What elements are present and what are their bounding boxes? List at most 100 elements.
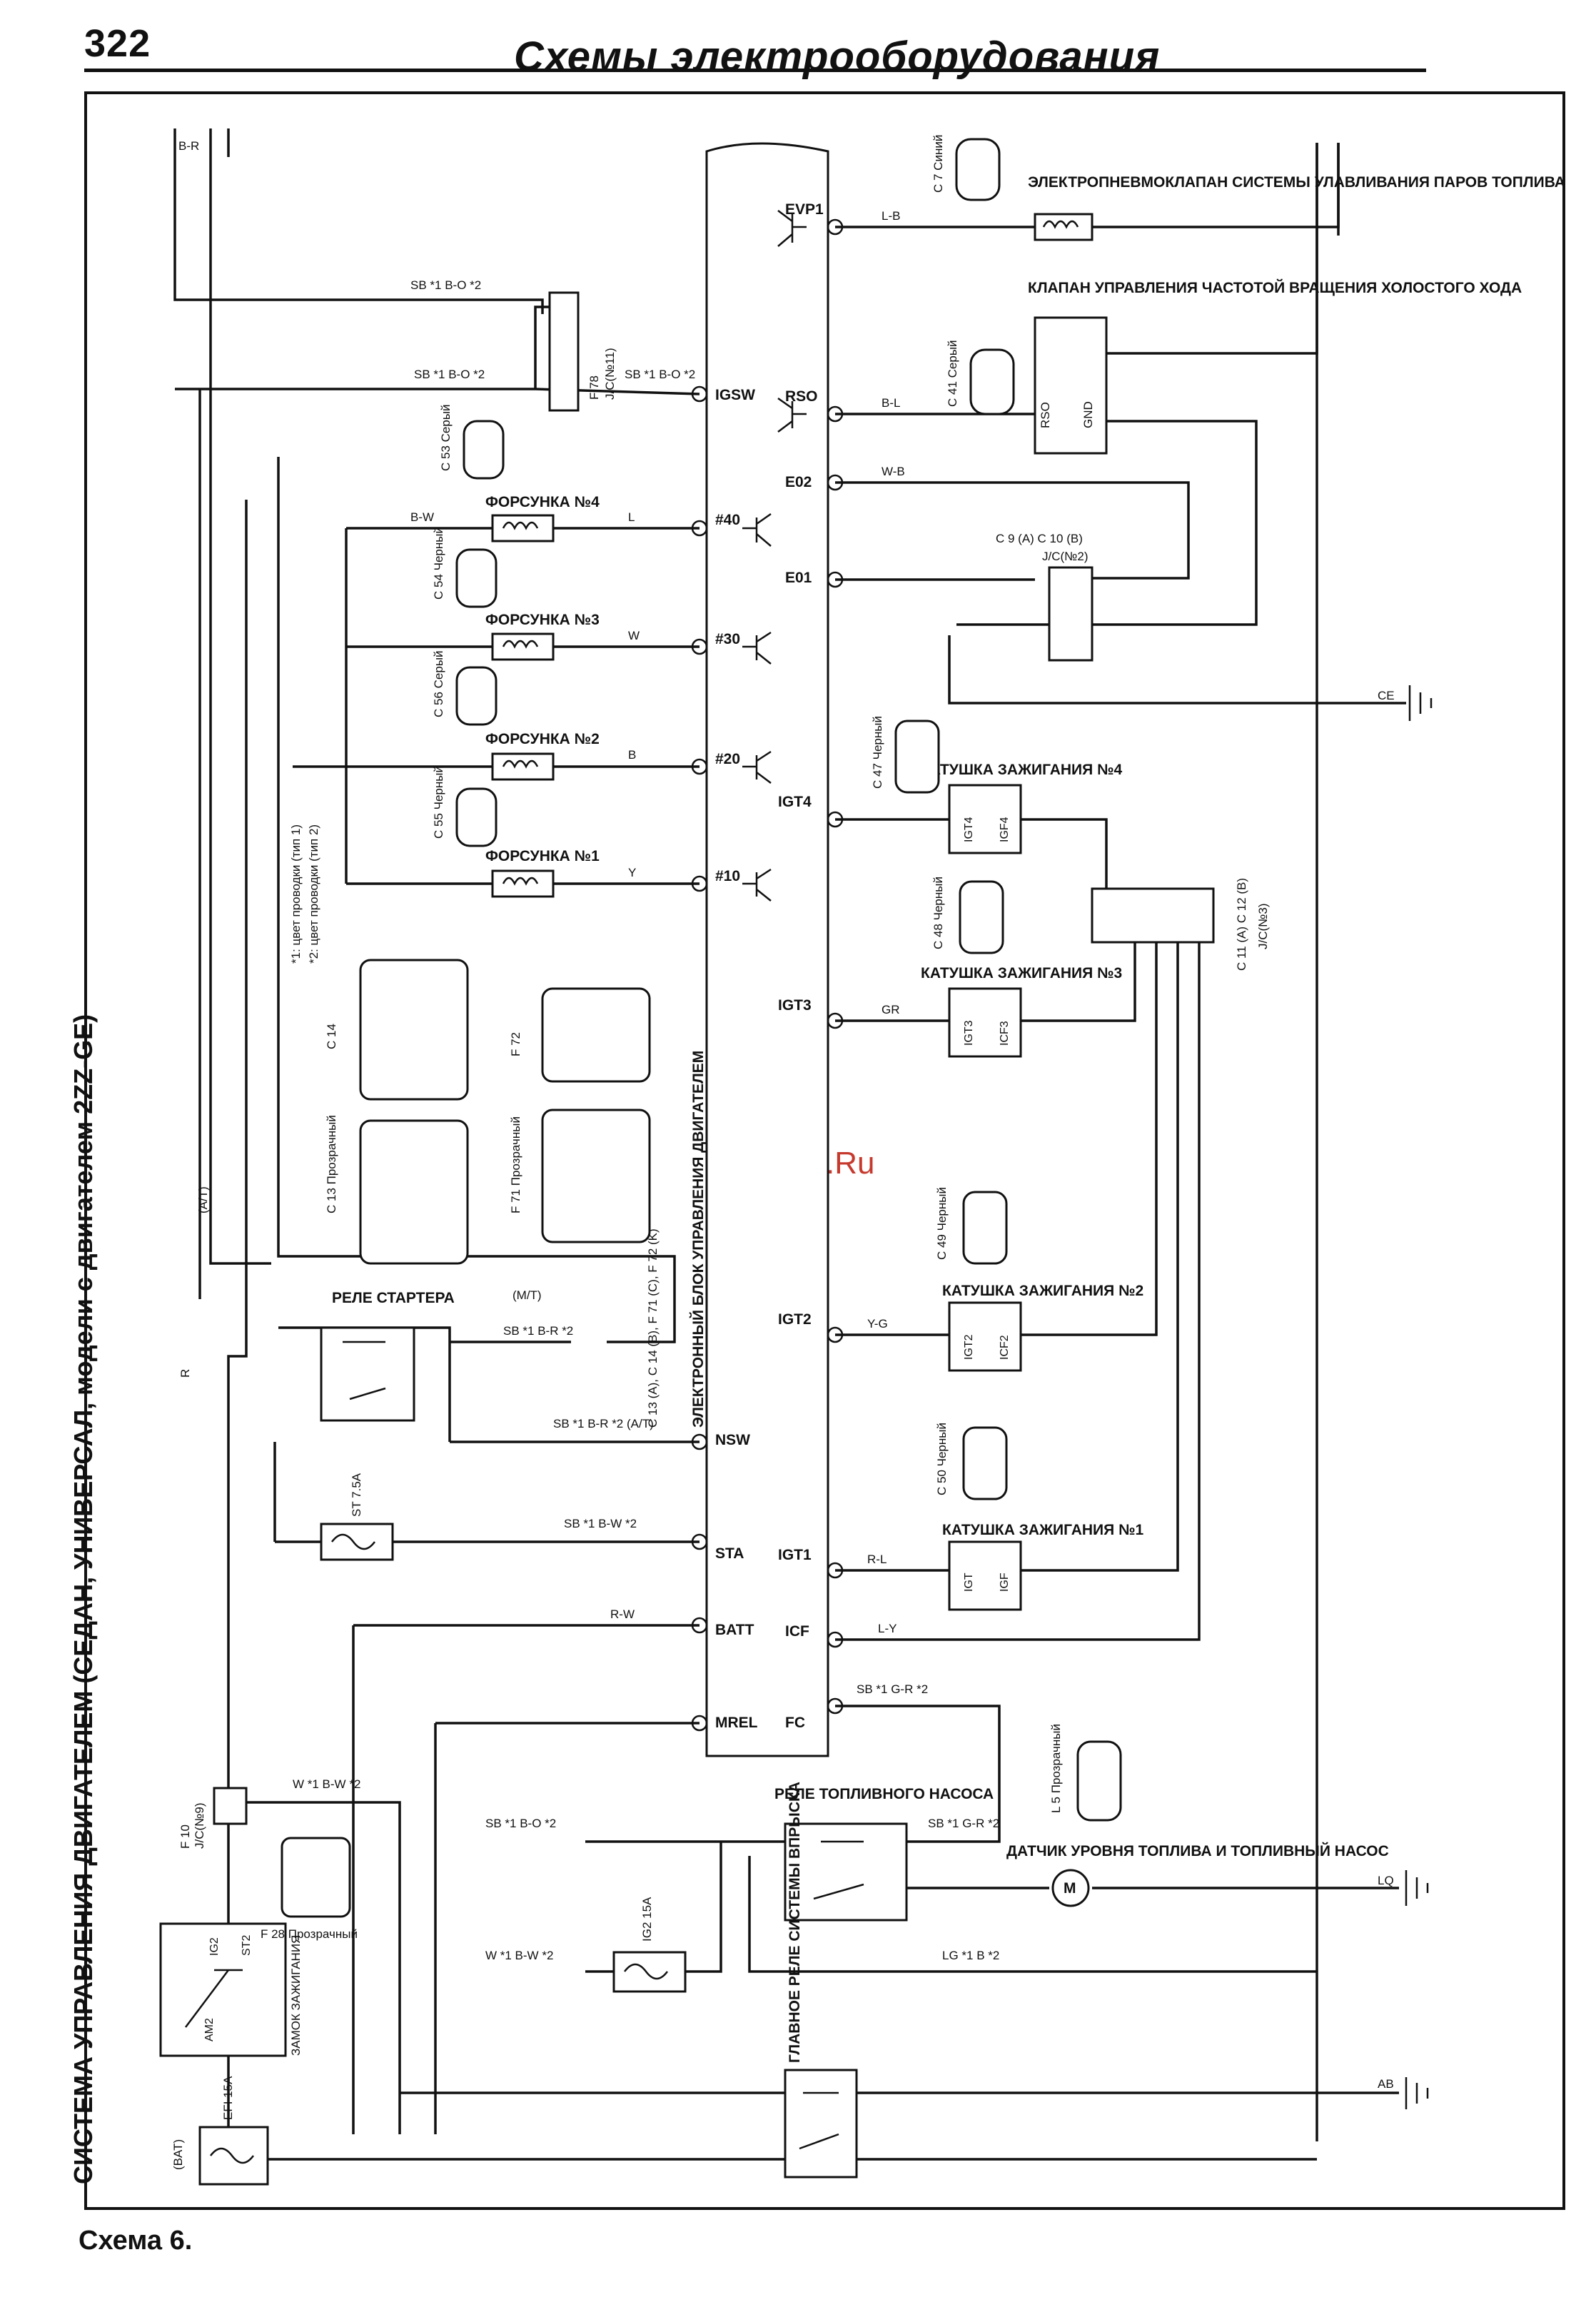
- st-fuse: ST 7.5A: [320, 1473, 394, 1561]
- jc2-label: J/C(№2): [1042, 550, 1089, 563]
- coil-3-pin-a: IGT3: [963, 1020, 975, 1046]
- f72-label: F 72: [509, 1032, 522, 1056]
- jc3-block: J/C(№3) C 11 (A) C 12 (B): [1091, 878, 1270, 971]
- wire-e02: [835, 481, 1190, 580]
- coil-3-label: КАТУШКА ЗАЖИГАНИЯ №3: [921, 965, 1122, 981]
- ecu-pin-nsw: NSW: [715, 1432, 750, 1448]
- jc2-conn: C 9 (A) C 10 (B): [996, 532, 1083, 545]
- injector-4-label: ФОРСУНКА №4: [485, 494, 600, 510]
- coil-4-pin-a: IGT4: [963, 817, 975, 842]
- c48-label: C 48 Черный: [931, 877, 945, 949]
- f28-label: F 28 Прозрачный: [261, 1927, 358, 1941]
- coil-4-pin-b: IGF4: [999, 817, 1011, 842]
- wire-fc: [835, 1705, 1001, 1843]
- wire-label-yg: Y-G: [867, 1317, 888, 1331]
- ecu-pin-fc: FC: [785, 1715, 805, 1731]
- wire-label-w-bw-2: W *1 B-W *2: [485, 1949, 553, 1962]
- wire-label-mt: (M/T): [512, 1288, 542, 1302]
- wire-igf2: [1021, 942, 1158, 1336]
- wire-label-l: L: [628, 510, 635, 524]
- ground-lq-label: LQ: [1378, 1874, 1394, 1887]
- ign-pin-am2: AM2: [203, 2018, 216, 2041]
- injector-connectors: C 53 Серый C 54 Черный C 56 Серый C 55 Ч…: [432, 404, 505, 847]
- wire-label-sb-bo-1: SB *1 B-O *2: [410, 278, 481, 292]
- jc11-conn: F 78: [587, 375, 601, 400]
- jc3-conn: C 11 (A) C 12 (B): [1235, 878, 1248, 971]
- ecu-pin-40: #40: [715, 512, 740, 528]
- ecu-pin-e01: E01: [785, 570, 812, 586]
- c55-label: C 55 Черный: [432, 766, 445, 839]
- c14-label: C 14: [325, 1024, 338, 1049]
- ecu-pin-30: #30: [715, 631, 740, 647]
- ground-ab-label: AB: [1378, 2077, 1394, 2091]
- injector-3-label: ФОРСУНКА №3: [485, 612, 600, 628]
- evap-conn: C 7 Синий: [931, 135, 945, 193]
- ecu-pin-igt1: IGT1: [778, 1547, 812, 1563]
- wire-label-y: Y: [628, 866, 636, 879]
- note-1: *1: цвет проводки (тип 1): [289, 824, 303, 964]
- wire-left-bus-2: [209, 128, 271, 1265]
- wire-w-bw: [246, 1801, 401, 2134]
- coil-1-pin-b: IGF: [999, 1573, 1011, 1592]
- coil-1: IGT IGF КАТУШКА ЗАЖИГАНИЯ №1 C 50 Черный: [835, 1423, 1143, 1611]
- wire-igf3: [1021, 942, 1136, 1022]
- wire-label-w: W: [628, 629, 640, 642]
- wire-label-sb-bo-3: SB *1 B-O *2: [625, 368, 695, 381]
- wire-left-bus-1: [173, 128, 544, 314]
- c53-label: C 53 Серый: [439, 404, 453, 471]
- ground-ce: CE: [1378, 685, 1433, 721]
- diagram-frame: [84, 91, 1565, 2210]
- wire-label-sb-br: SB *1 B-R *2: [503, 1324, 573, 1338]
- ecu-label: ЭЛЕКТРОННЫЙ БЛОК УПРАВЛЕНИЯ ДВИГАТЕЛЕМ: [690, 1051, 707, 1428]
- wire-label-b: B: [628, 748, 636, 762]
- efi-fuse-label: EFI 15A: [221, 2076, 235, 2120]
- c47-label: C 47 Черный: [871, 716, 884, 789]
- wire-igsw: [175, 388, 700, 395]
- ecu-pin-igt4: IGT4: [778, 794, 812, 810]
- note-2: *2: цвет проводки (тип 2): [307, 824, 320, 964]
- wire-label-sb-bo-4: SB *1 B-O *2: [485, 1817, 556, 1830]
- page-title: Схемы электрооборудования: [514, 34, 1161, 80]
- jc11-label: J/C(№11): [603, 348, 617, 400]
- coil-1-label: КАТУШКА ЗАЖИГАНИЯ №1: [942, 1522, 1143, 1538]
- fuel-pump: M ДАТЧИК УРОВНЯ ТОПЛИВА И ТОПЛИВНЫЙ НАСО…: [1006, 1724, 1389, 1907]
- diagram-caption: Схема 6.: [79, 2226, 193, 2256]
- wire-cf2-vertical: [227, 500, 248, 2141]
- ig2-fuse: IG2 15A: [612, 1897, 687, 1993]
- fuel-relay-label: РЕЛЕ ТОПЛИВНОГО НАСОСА: [774, 1786, 994, 1802]
- coil-1-pin-a: IGT: [963, 1573, 975, 1592]
- wire-label-ly: L-Y: [878, 1622, 897, 1635]
- isc-valve: RSO GND КЛАПАН УПРАВЛЕНИЯ ЧАСТОТОЙ ВРАЩЕ…: [946, 279, 1522, 455]
- wire-igf1: [1021, 942, 1179, 1572]
- coil-4-label: КАТУШКА ЗАЖИГАНИЯ №4: [921, 762, 1122, 778]
- coil-2-pin-a: IGT2: [963, 1334, 975, 1360]
- jc11-block: J/C(№11) F 78: [548, 291, 617, 412]
- jc9-label: J/C(№9): [193, 1802, 206, 1849]
- ign-pin-st2: ST2: [241, 1935, 253, 1956]
- wire-label-wb: W-B: [882, 465, 905, 478]
- isc-conn: C 41 Серый: [946, 340, 959, 407]
- wire-label-sb-gr-2: SB *1 G-R *2: [928, 1817, 999, 1830]
- evap-label-1: ЭЛЕКТРОПНЕВМОКЛАПАН СИСТЕМЫ УЛАВЛИВАНИЯ …: [1028, 174, 1565, 191]
- wire-label-sb-bo-2: SB *1 B-O *2: [414, 368, 485, 381]
- ground-ab: AB: [1378, 2077, 1429, 2109]
- wire-label-gr: GR: [882, 1003, 900, 1016]
- ecu-pin-batt: BATT: [715, 1622, 754, 1638]
- ground-lq: LQ: [1378, 1870, 1429, 1906]
- wire-label-w-bw-1: W *1 B-W *2: [293, 1777, 360, 1791]
- ecu-pin-igsw: IGSW: [715, 387, 755, 403]
- wire-label-sb-br-at: SB *1 B-R *2 (A/T): [553, 1417, 654, 1430]
- f28-connector: F 28 Прозрачный: [261, 1837, 358, 1941]
- isc-label: КЛАПАН УПРАВЛЕНИЯ ЧАСТОТОЙ ВРАЩЕНИЯ ХОЛО…: [1028, 279, 1522, 296]
- isc-pin-gnd: GND: [1081, 401, 1095, 428]
- ecu-connectors: C 13 (A), C 14 (B), F 71 (C), F 72 (K): [646, 1228, 660, 1428]
- injector-1: ФОРСУНКА №1: [485, 848, 600, 898]
- ecu-block: [705, 142, 829, 1757]
- wire-icf: [835, 942, 1201, 1641]
- bat-label: (BAT): [171, 2139, 185, 2170]
- header-rule: [84, 69, 1426, 72]
- main-relay: ГЛАВНОЕ РЕЛЕ СИСТЕМЫ ВПРЫСКА: [784, 1782, 858, 2179]
- isc-pin-rso: RSO: [1039, 402, 1052, 428]
